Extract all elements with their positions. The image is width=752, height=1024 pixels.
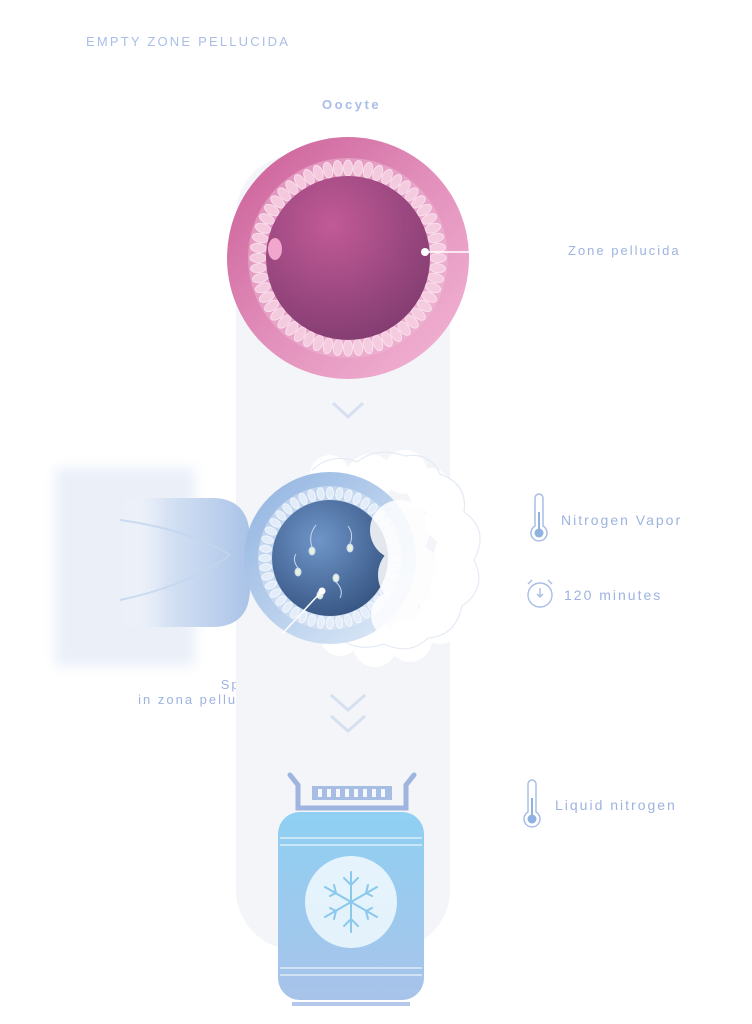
polar-body <box>268 238 282 260</box>
granule <box>411 195 426 209</box>
granule <box>307 489 316 502</box>
granule <box>282 503 293 515</box>
timer-icon <box>527 579 553 608</box>
thermometer-icon <box>530 493 548 542</box>
cryo-tank <box>278 772 424 1006</box>
granule <box>275 510 287 521</box>
granule <box>270 195 285 209</box>
granule <box>335 487 344 501</box>
granule <box>404 187 419 202</box>
granule <box>343 159 353 177</box>
granule <box>353 338 364 356</box>
duration-label: 120 minutes <box>564 587 663 603</box>
granule <box>428 263 446 274</box>
granule <box>326 486 334 500</box>
zone-pellucida-label: Zone pellucida <box>568 243 681 258</box>
sperm-cells <box>293 524 354 600</box>
thermometer-icon <box>523 779 541 828</box>
nitrogen-vapor-label: Nitrogen Vapor <box>561 512 683 528</box>
granule <box>344 489 353 502</box>
granule <box>261 535 274 544</box>
granule <box>316 487 325 501</box>
chevron-down-icon <box>330 693 366 713</box>
granule <box>298 492 308 505</box>
holding-pipette <box>55 468 250 666</box>
granule <box>290 497 300 510</box>
granule <box>270 307 285 321</box>
granule <box>312 334 324 352</box>
granule <box>258 554 272 562</box>
granule <box>353 160 364 178</box>
granule <box>261 572 274 581</box>
chevron-down-icon <box>331 401 365 420</box>
zone-pointer-dot <box>421 248 429 256</box>
granule <box>344 614 353 627</box>
sperm-label-line2: in zona pellucida <box>138 692 269 707</box>
granule <box>335 615 344 629</box>
granule <box>269 518 282 528</box>
granule <box>269 588 282 598</box>
granule <box>250 263 268 274</box>
granule <box>424 282 442 294</box>
page-title: EMPTY ZONE PELLUCIDA <box>86 34 291 49</box>
granule <box>264 580 277 590</box>
oocyte-cell <box>227 137 472 379</box>
vapor-cloud-outline <box>311 451 481 650</box>
granule <box>404 314 419 329</box>
granule <box>343 339 353 357</box>
granule <box>316 615 325 629</box>
granule <box>427 232 445 244</box>
snowflake-icon <box>324 871 378 933</box>
granule <box>303 168 315 185</box>
granule <box>397 321 411 336</box>
granule <box>259 544 273 553</box>
granule <box>307 614 316 627</box>
sperm-pointer-line <box>281 590 323 635</box>
vapor-front <box>370 500 442 639</box>
sperm-pointer-dot <box>318 587 326 595</box>
granule <box>251 232 269 244</box>
granule <box>372 334 384 352</box>
granule <box>277 314 292 329</box>
liquid-nitrogen-label: Liquid nitrogen <box>555 797 677 813</box>
granule <box>249 253 267 263</box>
oocyte-title: Oocyte <box>322 97 382 112</box>
granule <box>411 307 426 321</box>
granule <box>381 168 393 185</box>
granule <box>352 611 362 624</box>
vitrified-oocyte <box>244 472 416 644</box>
granule <box>290 606 300 619</box>
granule <box>282 601 293 613</box>
granule <box>275 595 287 606</box>
granule <box>360 497 370 510</box>
granule <box>332 160 343 178</box>
granule <box>360 606 370 619</box>
granule <box>326 616 334 630</box>
granule <box>277 187 292 202</box>
zona-granules <box>249 159 447 357</box>
granule <box>352 492 362 505</box>
granule <box>367 503 378 515</box>
granule <box>264 526 277 536</box>
granule <box>332 338 343 356</box>
granule <box>424 222 442 234</box>
granule <box>259 563 273 572</box>
granule <box>429 253 447 263</box>
granule <box>254 222 272 234</box>
granule <box>254 282 272 294</box>
granule <box>285 321 299 336</box>
chevron-down-icon <box>330 714 366 734</box>
